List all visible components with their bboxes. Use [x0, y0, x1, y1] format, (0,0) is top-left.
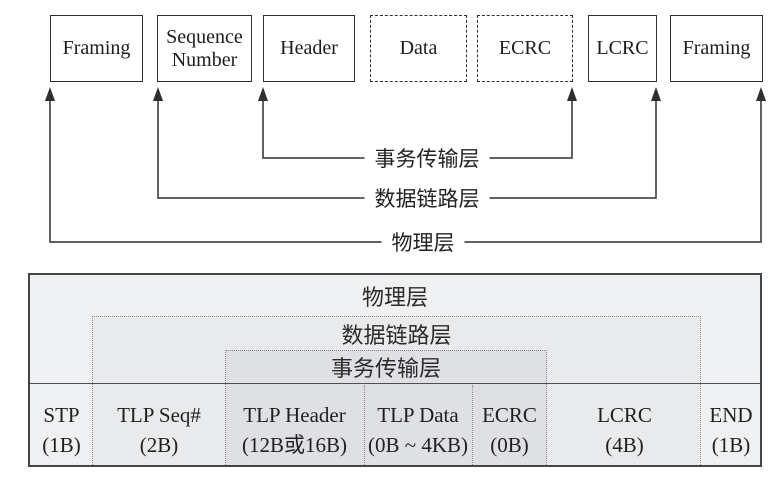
packet-box-framing-start: Framing: [50, 15, 143, 82]
cell-name: TLP Seq#: [117, 403, 201, 427]
column-divider-header-data: [364, 385, 365, 465]
table-datalink-layer-label: 数据链路层: [341, 323, 452, 348]
packet-box-header: Header: [263, 15, 355, 82]
table-cell-ecrc: ECRC (0B): [472, 385, 547, 465]
arrow-up-framing-left-icon: [45, 87, 55, 101]
table-transaction-layer-label: 事务传输层: [330, 356, 441, 381]
cell-size: (2B): [139, 433, 179, 457]
cell-name: TLP Header: [243, 403, 346, 427]
cell-size: (4B): [605, 433, 644, 457]
transaction-layer-label: 事务传输层: [364, 143, 490, 173]
table-transaction-layer-region: 事务传输层: [225, 350, 547, 465]
packet-box-ecrc: ECRC: [477, 15, 573, 82]
cell-name: TLP Data: [377, 403, 459, 427]
table-physical-layer-row: 物理层: [361, 284, 428, 310]
arrow-up-ecrc-icon: [567, 87, 577, 101]
cell-size: (0B): [490, 433, 529, 457]
table-header-separator: [30, 383, 760, 384]
cell-name: END: [709, 403, 753, 427]
arrow-up-lcrc-icon: [651, 87, 661, 101]
arrow-up-framing-right-icon: [756, 87, 766, 101]
arrow-up-seqnum-icon: [153, 87, 163, 101]
physical-layer-label: 物理层: [381, 227, 465, 257]
table-cell-stp: STP (1B): [30, 385, 93, 465]
table-cell-end: END (1B): [702, 385, 760, 465]
cell-size: (1B): [42, 433, 81, 457]
cell-name: ECRC: [482, 403, 537, 427]
column-divider-data-ecrc: [472, 385, 473, 465]
table-cell-tlp-data: TLP Data (0B ~ 4KB): [364, 385, 472, 465]
packet-box-sequence-number: Sequence Number: [157, 15, 252, 82]
packet-box-framing-end: Framing: [670, 15, 763, 82]
packet-box-data: Data: [370, 15, 467, 82]
datalink-layer-label: 数据链路层: [364, 183, 490, 213]
table-cell-tlp-seq: TLP Seq# (2B): [93, 385, 225, 465]
cell-size: (0B ~ 4KB): [367, 433, 469, 457]
arrow-up-header-icon: [258, 87, 268, 101]
table-cell-lcrc: LCRC (4B): [547, 385, 702, 465]
packet-box-lcrc: LCRC: [588, 15, 657, 82]
cell-name: STP: [43, 403, 80, 427]
tlp-format-table: 物理层 数据链路层 事务传输层 STP (1B) TLP Seq# (2B) T…: [28, 273, 762, 467]
tlp-packet-diagram: Framing Sequence Number Header Data ECRC…: [45, 15, 766, 257]
table-cell-tlp-header: TLP Header (12B或16B): [225, 385, 364, 465]
cell-name: LCRC: [597, 403, 652, 427]
cell-size: (12B或16B): [242, 433, 347, 457]
cell-size: (1B): [711, 433, 751, 457]
